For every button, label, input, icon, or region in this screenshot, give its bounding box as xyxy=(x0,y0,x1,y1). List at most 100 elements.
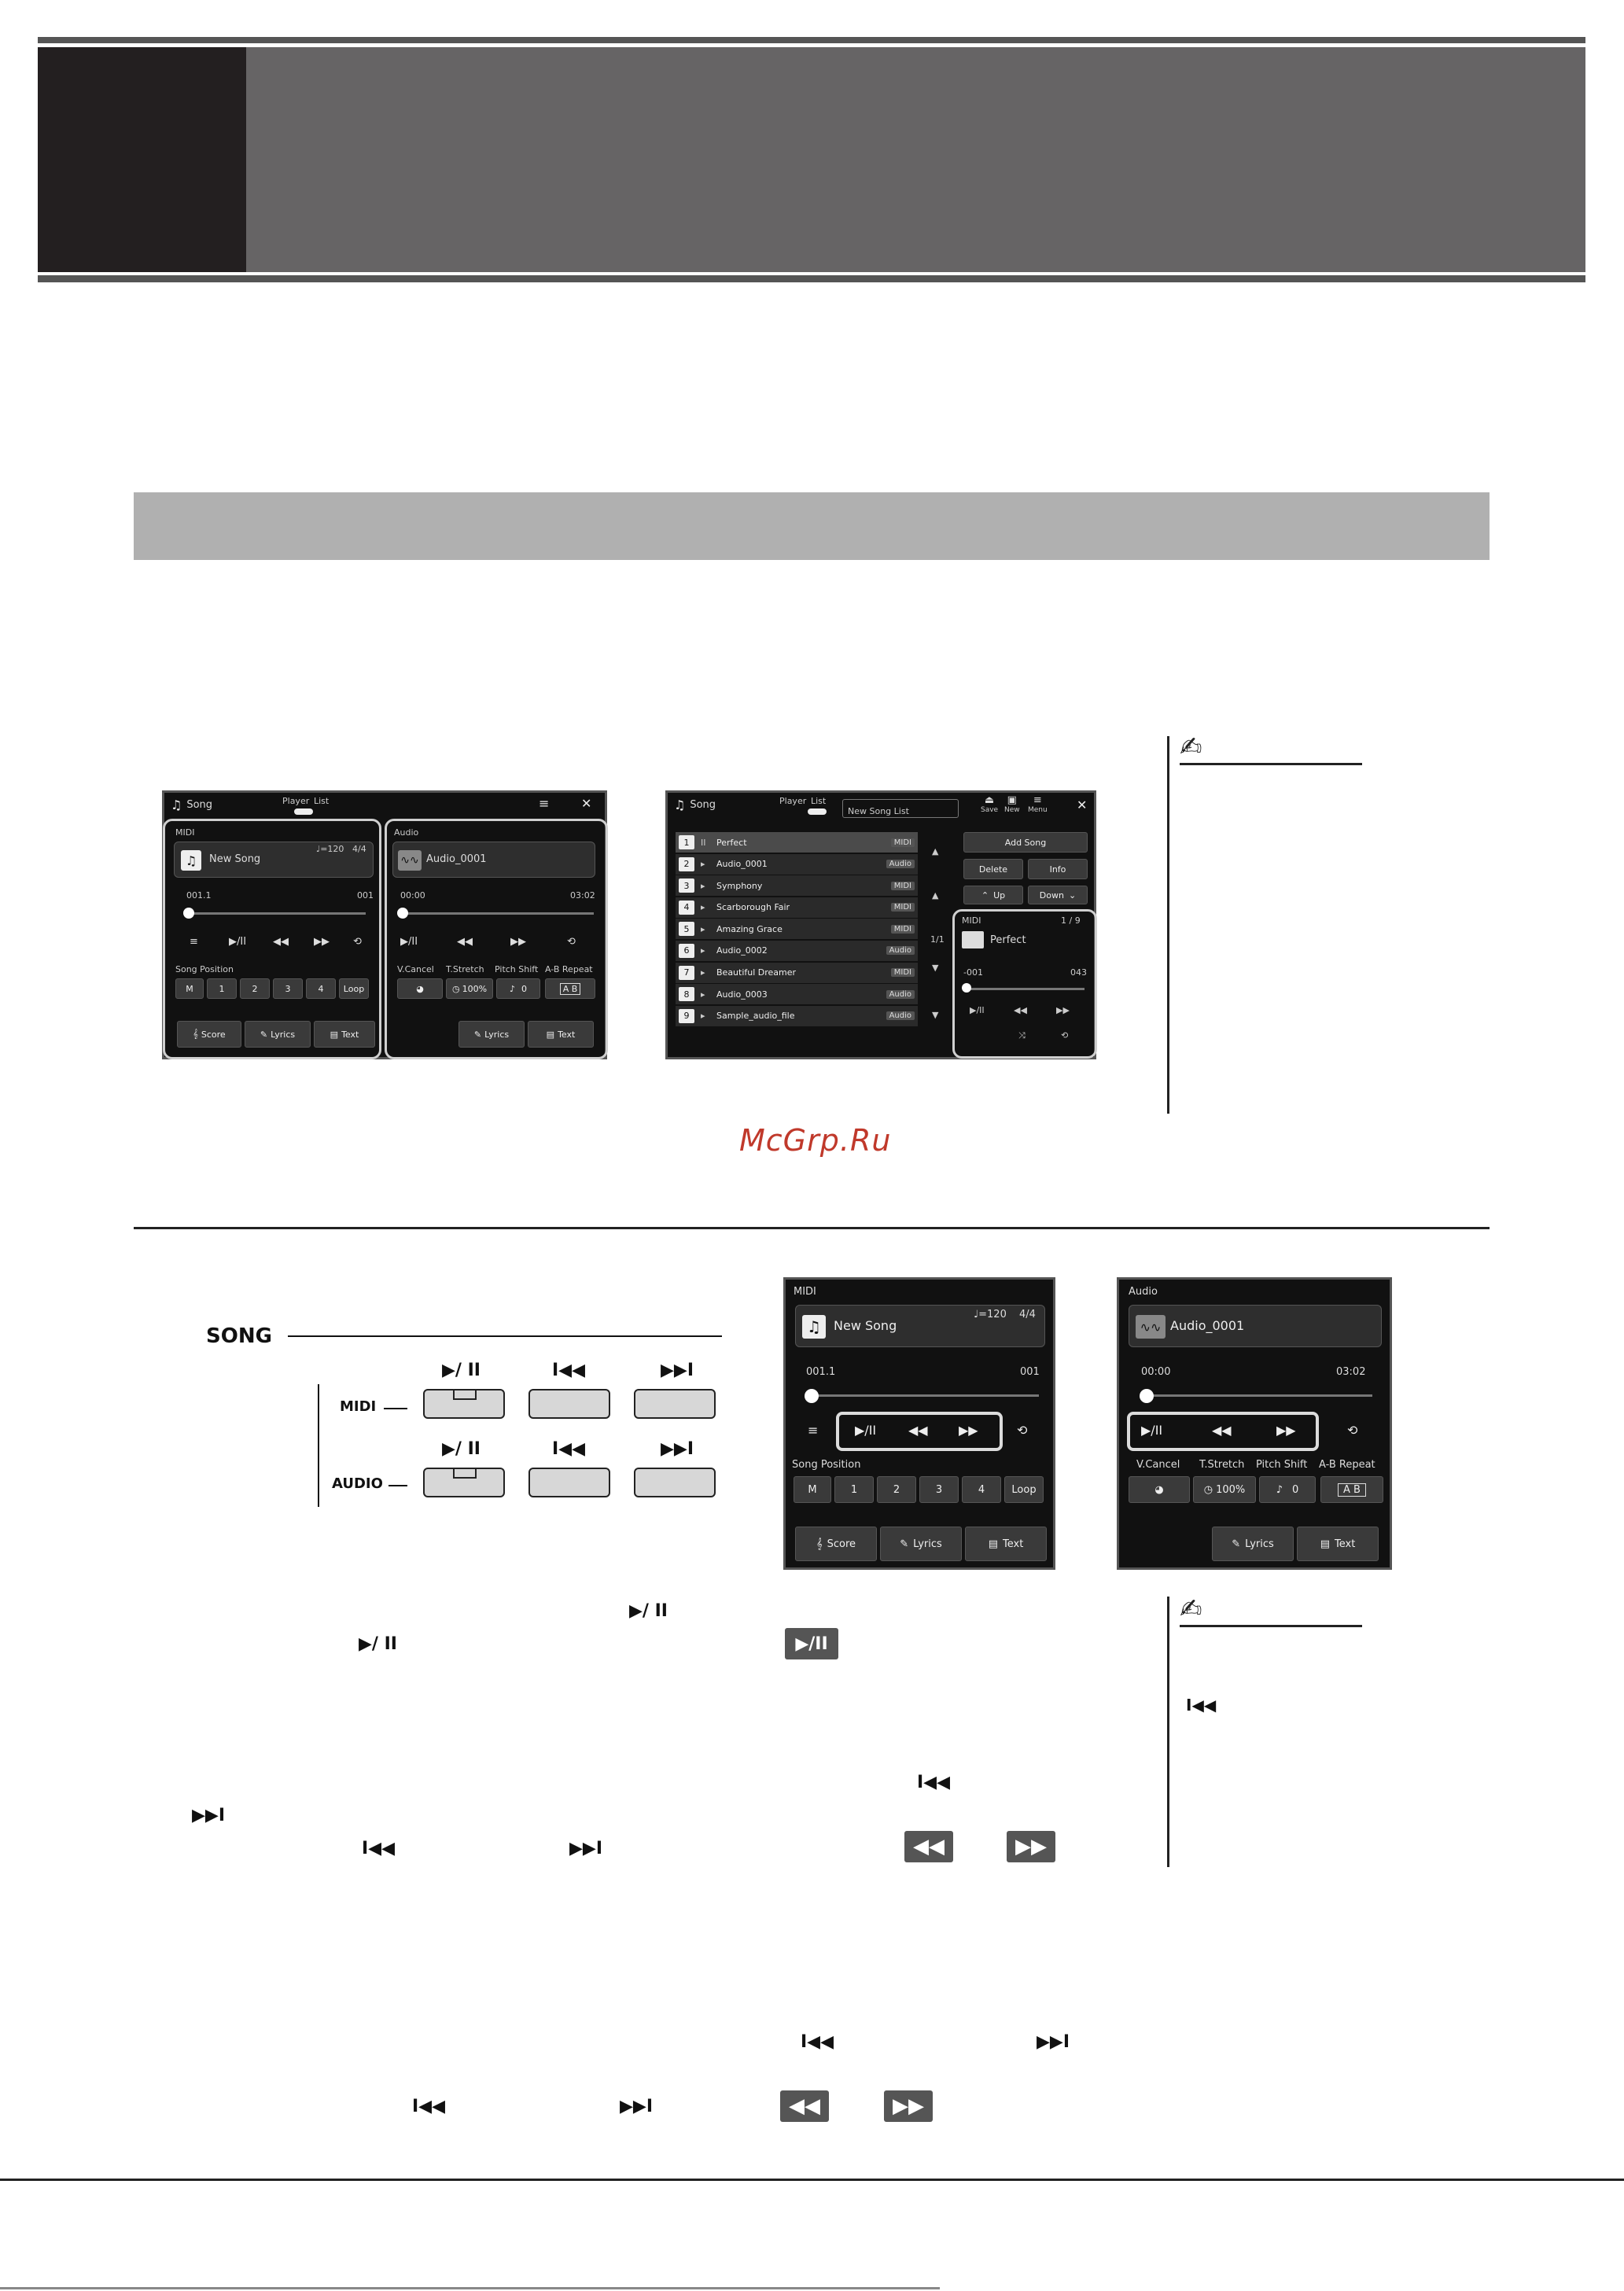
audio-progress-knob[interactable] xyxy=(397,908,408,919)
midi-song-name-box[interactable]: ♫ New Song ♩=120 4/4 xyxy=(795,1305,1045,1347)
score-button[interactable]: 𝄞Score xyxy=(177,1021,241,1048)
down-button[interactable]: Down⌄ xyxy=(1028,886,1088,904)
midi-next-button[interactable] xyxy=(634,1389,716,1419)
player-list-toggle[interactable] xyxy=(808,808,827,815)
loop-button[interactable]: Loop xyxy=(1004,1476,1044,1503)
marker-3-button[interactable]: 3 xyxy=(919,1476,959,1503)
audio-song-name-box[interactable]: ∿∿ Audio_0001 xyxy=(392,842,595,878)
toggle-player-label[interactable]: Player xyxy=(282,796,310,806)
info-button[interactable]: Info xyxy=(1028,859,1088,879)
guide-icon[interactable]: ≡ xyxy=(190,936,198,948)
ab-repeat-button[interactable]: A B xyxy=(545,978,595,999)
vcancel-button[interactable]: ◕ xyxy=(397,978,443,999)
audio-fast-forward-icon[interactable]: ▶▶ xyxy=(510,936,526,948)
score-button[interactable]: 𝄞Score xyxy=(795,1527,877,1561)
add-song-button[interactable]: Add Song xyxy=(963,832,1088,853)
toggle-player-label[interactable]: Player xyxy=(779,796,807,806)
audio-lyrics-button[interactable]: ✎Lyrics xyxy=(1212,1527,1294,1561)
delete-button[interactable]: Delete xyxy=(963,859,1023,879)
menu-icon[interactable]: ≡ xyxy=(539,796,550,811)
lyrics-button[interactable]: ✎Lyrics xyxy=(880,1527,962,1561)
marker-4-button[interactable]: 4 xyxy=(306,978,336,999)
midi-play-pause-button[interactable] xyxy=(423,1389,505,1419)
repeat-icon[interactable]: ⟲ xyxy=(1017,1423,1028,1438)
scroll-up-icon[interactable]: ▲ xyxy=(932,890,939,901)
marker-m-button[interactable]: M xyxy=(794,1476,831,1503)
audio-progress-knob[interactable] xyxy=(1140,1389,1154,1403)
audio-repeat-icon[interactable]: ⟲ xyxy=(1347,1423,1358,1438)
audio-text-button[interactable]: ▤Text xyxy=(528,1021,594,1048)
mini-next-icon[interactable]: ▶▶ xyxy=(1056,1005,1070,1015)
midi-progress-knob[interactable] xyxy=(183,908,194,919)
audio-play-pause-button[interactable] xyxy=(423,1468,505,1497)
audio-fast-forward-icon[interactable]: ▶▶ xyxy=(1276,1423,1296,1438)
audio-repeat-icon[interactable]: ⟲ xyxy=(567,936,576,948)
audio-rewind-icon[interactable]: ◀◀ xyxy=(457,936,473,948)
fast-forward-icon[interactable]: ▶▶ xyxy=(959,1423,978,1438)
audio-progress-bar[interactable] xyxy=(1144,1394,1372,1397)
midi-progress-knob[interactable] xyxy=(805,1389,819,1403)
rewind-icon[interactable]: ◀◀ xyxy=(908,1423,928,1438)
toggle-list-label[interactable]: List xyxy=(811,796,827,806)
play-pause-icon[interactable]: ▶/II xyxy=(229,936,247,948)
midi-previous-button[interactable] xyxy=(528,1389,610,1419)
play-pause-icon[interactable]: ▶/II xyxy=(855,1423,877,1438)
midi-song-name-box[interactable]: ♫ New Song ♩=120 4/4 xyxy=(174,842,374,878)
repeat-icon[interactable]: ⟲ xyxy=(1061,1030,1069,1041)
scroll-bottom-icon[interactable]: ▼ xyxy=(932,1010,939,1020)
marker-2-button[interactable]: 2 xyxy=(877,1476,916,1503)
list-name-field[interactable]: New Song List xyxy=(842,799,959,818)
toggle-list-label[interactable]: List xyxy=(314,796,330,806)
mini-previous-icon[interactable]: ◀◀ xyxy=(1014,1005,1027,1015)
player-list-toggle[interactable] xyxy=(294,808,313,815)
audio-song-name-box[interactable]: ∿∿ Audio_0001 xyxy=(1129,1305,1382,1347)
new-button[interactable]: ▣New xyxy=(1004,794,1020,814)
rewind-icon[interactable]: ◀◀ xyxy=(273,936,289,948)
marker-3-button[interactable]: 3 xyxy=(273,978,303,999)
audio-progress-bar[interactable] xyxy=(400,912,594,915)
close-icon[interactable]: ✕ xyxy=(1077,797,1088,812)
pitch-shift-button[interactable]: ♪0 xyxy=(1259,1476,1316,1503)
pitch-shift-button[interactable]: ♪0 xyxy=(496,978,540,999)
audio-next-button[interactable] xyxy=(634,1468,716,1497)
audio-text-button[interactable]: ▤Text xyxy=(1297,1527,1379,1561)
vcancel-button[interactable]: ◕ xyxy=(1129,1476,1190,1503)
marker-1-button[interactable]: 1 xyxy=(207,978,237,999)
midi-progress-bar[interactable] xyxy=(809,1394,1039,1397)
audio-previous-button[interactable] xyxy=(528,1468,610,1497)
midi-progress-bar[interactable] xyxy=(186,912,366,915)
close-icon[interactable]: ✕ xyxy=(581,796,592,811)
marker-4-button[interactable]: 4 xyxy=(962,1476,1001,1503)
mini-play-pause-icon[interactable]: ▶/II xyxy=(970,1005,985,1015)
shuffle-icon[interactable]: ⤨ xyxy=(1018,1030,1026,1041)
marker-2-button[interactable]: 2 xyxy=(240,978,270,999)
save-button[interactable]: ⏏Save xyxy=(981,794,998,814)
menu-button[interactable]: ≡Menu xyxy=(1028,794,1048,814)
ab-repeat-button[interactable]: A B xyxy=(1320,1476,1383,1503)
lyrics-button[interactable]: ✎Lyrics xyxy=(245,1021,311,1048)
audio-play-pause-icon[interactable]: ▶/II xyxy=(400,936,418,948)
repeat-icon[interactable]: ⟲ xyxy=(353,936,362,948)
guide-icon[interactable]: ≡ xyxy=(808,1423,819,1438)
mini-progress-bar[interactable] xyxy=(967,988,1085,990)
text-button[interactable]: ▤Text xyxy=(314,1021,375,1048)
up-button[interactable]: ⌃Up xyxy=(963,886,1023,904)
scroll-down-icon[interactable]: ▼ xyxy=(932,963,939,973)
audio-play-pause-icon[interactable]: ▶/II xyxy=(1141,1423,1163,1438)
tstretch-button[interactable]: ◷100% xyxy=(1193,1476,1256,1503)
marker-m-button[interactable]: M xyxy=(175,978,204,999)
mini-progress-knob[interactable] xyxy=(962,983,971,993)
loop-button[interactable]: Loop xyxy=(339,978,369,999)
marker-1-button[interactable]: 1 xyxy=(834,1476,874,1503)
text-button[interactable]: ▤Text xyxy=(965,1527,1047,1561)
audio-lyrics-button[interactable]: ✎Lyrics xyxy=(458,1021,525,1048)
